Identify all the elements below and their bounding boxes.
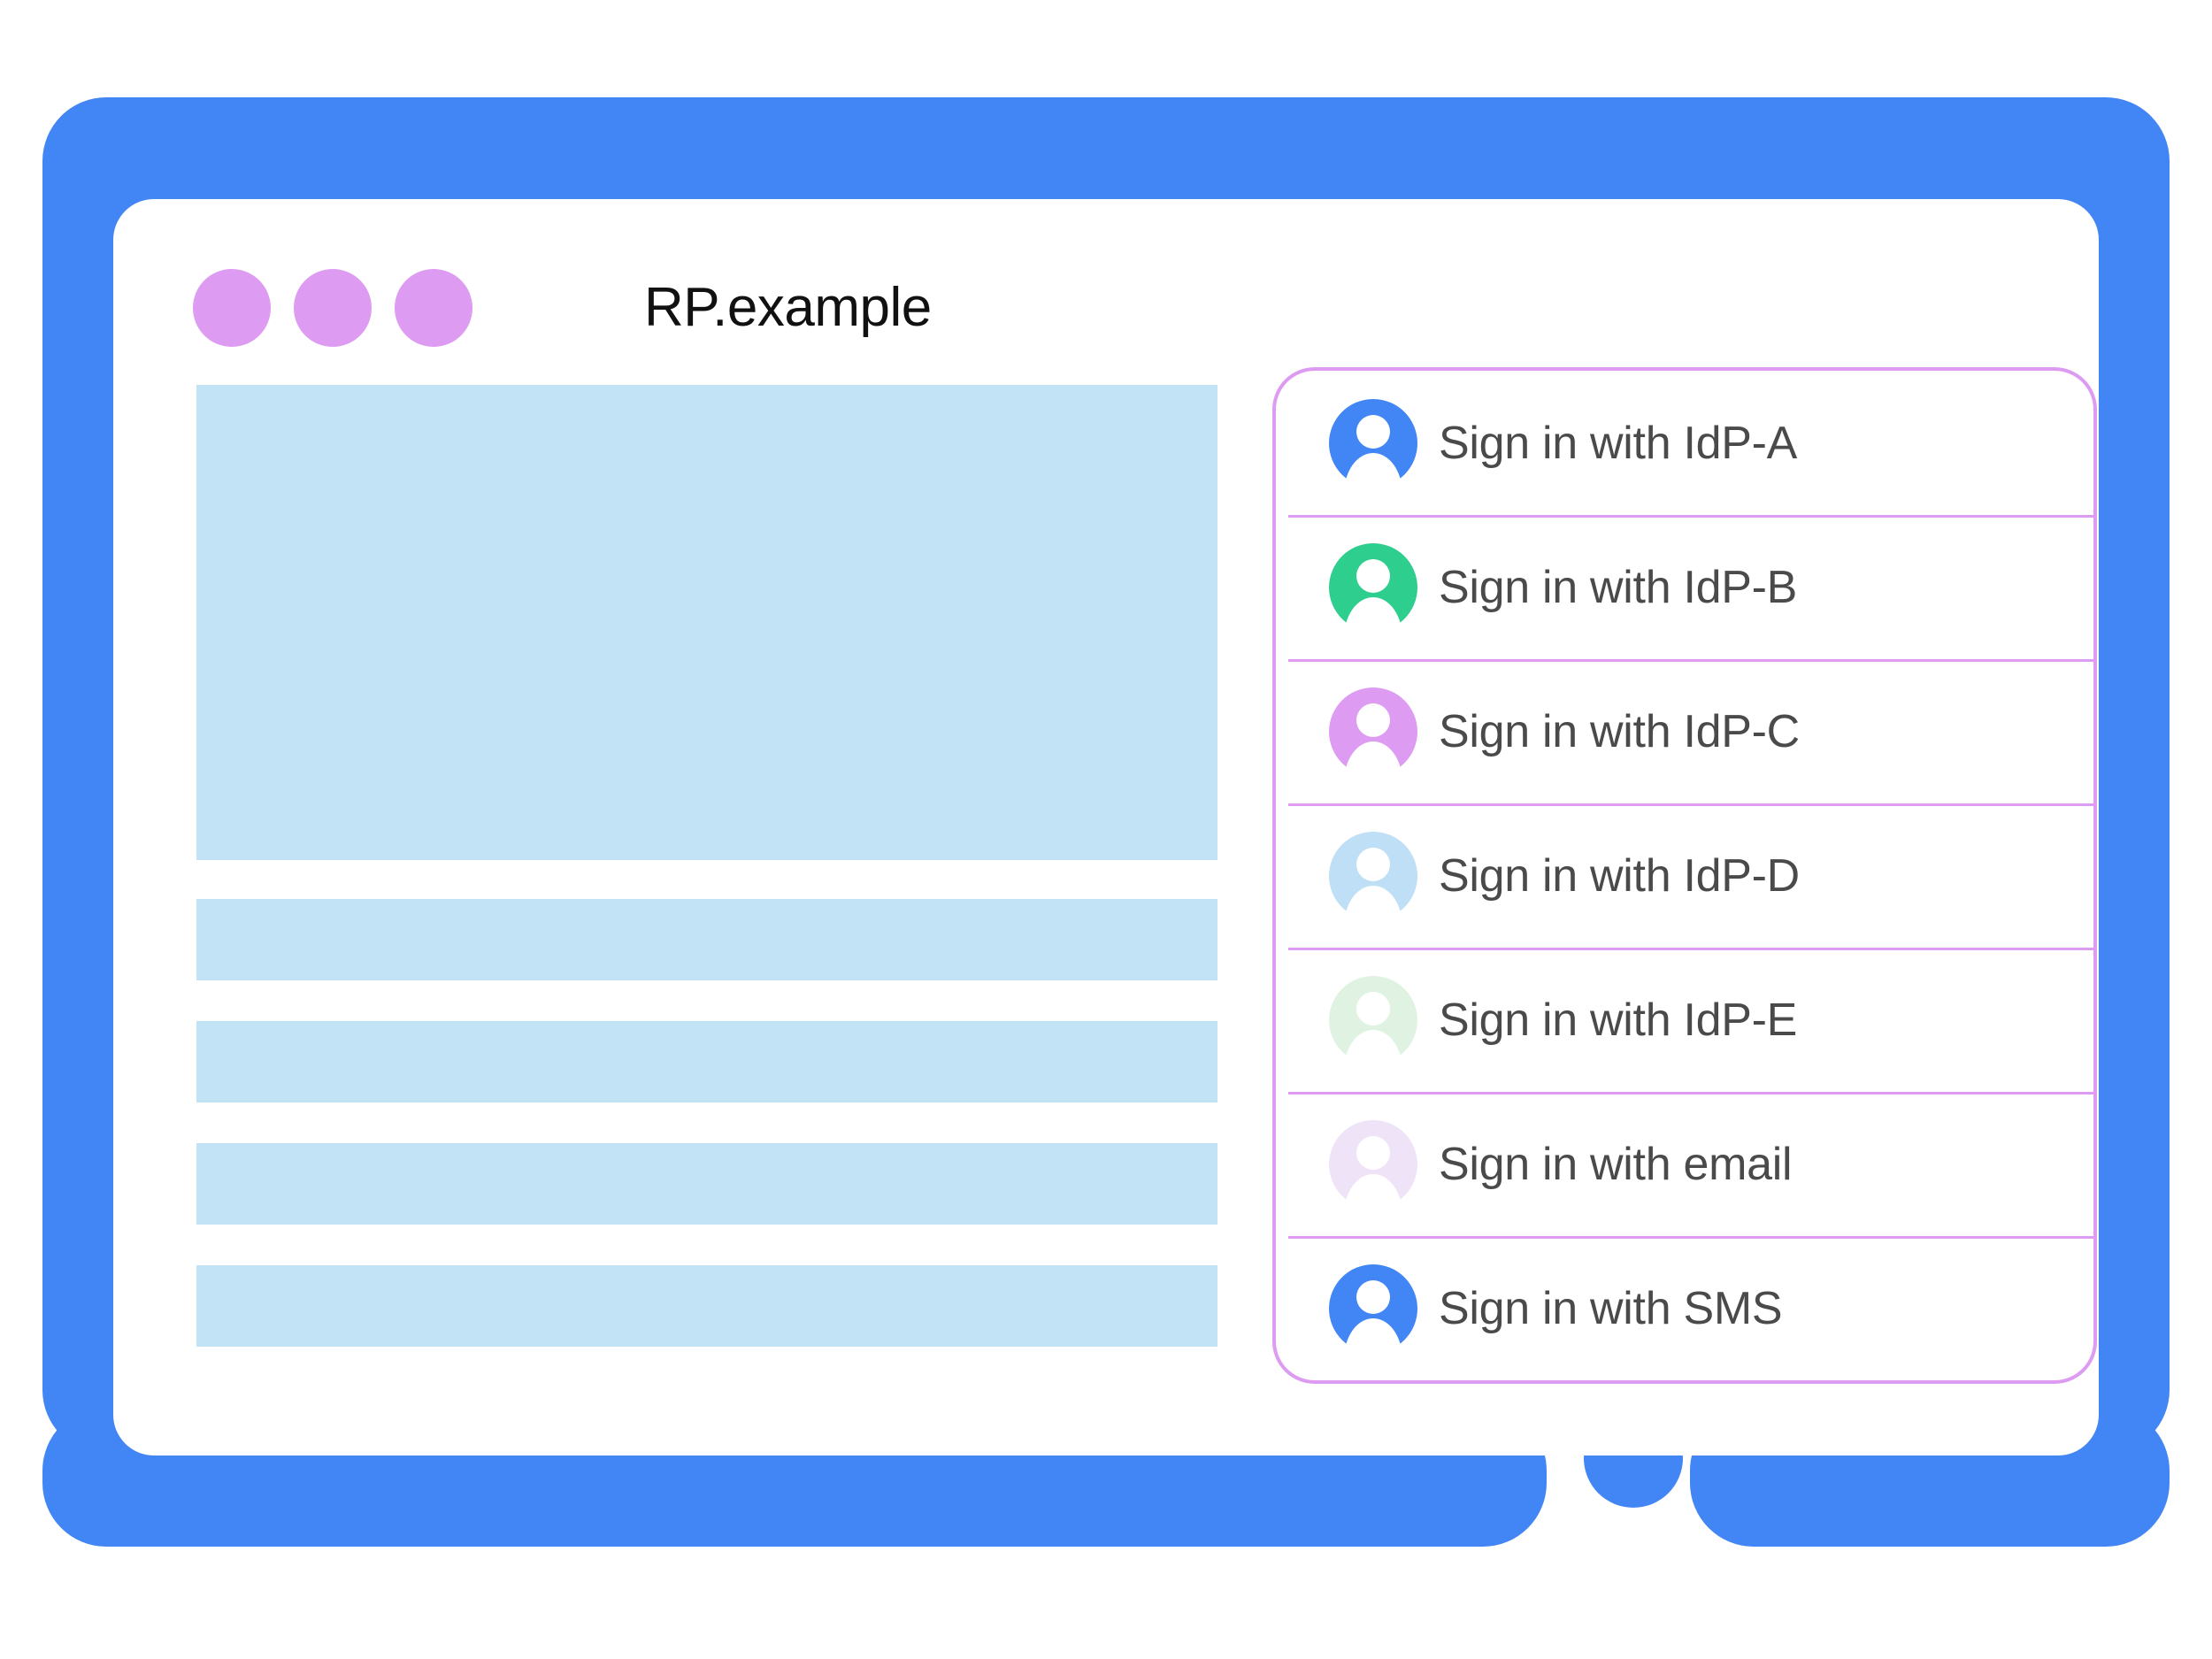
signin-option-idp-d[interactable]: Sign in with IdP-D [1276,803,2093,948]
avatar-head-icon [1356,1279,1390,1314]
account-chooser-panel: Sign in with IdP-A Sign in with IdP-B Si… [1272,367,2097,1384]
signin-option-label: Sign in with email [1439,1138,1793,1190]
avatar-body-icon [1344,1173,1402,1233]
signin-option-idp-a[interactable]: Sign in with IdP-A [1276,371,2093,515]
avatar-head-icon [1356,703,1390,737]
signin-option-email[interactable]: Sign in with email [1276,1092,2093,1236]
avatar-head-icon [1356,558,1390,593]
device-frame: RP.example Sign in with IdP-A [42,97,2170,1547]
person-avatar-icon [1329,975,1417,1088]
content-hero-block [196,385,1217,860]
page-title: RP.example [644,277,932,338]
avatar-body-icon [1344,1317,1402,1377]
avatar-head-icon [1356,414,1390,449]
person-avatar-icon [1329,831,1417,944]
signin-option-label: Sign in with IdP-D [1439,849,1800,902]
avatar-head-icon [1356,1135,1390,1170]
avatar-head-icon [1356,847,1390,881]
person-avatar-icon [1329,542,1417,656]
person-avatar-icon [1329,687,1417,800]
signin-option-idp-c[interactable]: Sign in with IdP-C [1276,659,2093,803]
avatar-body-icon [1344,452,1402,511]
signin-option-idp-b[interactable]: Sign in with IdP-B [1276,515,2093,659]
content-bar-2 [196,1021,1217,1102]
window-dot-2-icon[interactable] [294,269,372,347]
avatar-body-icon [1344,1029,1402,1088]
signin-option-sms[interactable]: Sign in with SMS [1276,1236,2093,1380]
page-content-placeholders [196,385,1217,1387]
avatar-head-icon [1356,991,1390,1025]
content-bar-1 [196,899,1217,980]
avatar-body-icon [1344,741,1402,800]
person-avatar-icon [1329,1119,1417,1233]
signin-option-label: Sign in with IdP-B [1439,561,1798,613]
window-dot-3-icon[interactable] [395,269,472,347]
signin-option-idp-e[interactable]: Sign in with IdP-E [1276,948,2093,1092]
person-avatar-icon [1329,1263,1417,1377]
content-bar-3 [196,1143,1217,1225]
signin-option-label: Sign in with SMS [1439,1282,1783,1334]
signin-option-label: Sign in with IdP-C [1439,705,1800,757]
signin-option-label: Sign in with IdP-A [1439,417,1798,469]
browser-screen: RP.example Sign in with IdP-A [113,199,2099,1455]
signin-option-label: Sign in with IdP-E [1439,994,1798,1046]
avatar-body-icon [1344,596,1402,656]
content-bar-4 [196,1265,1217,1347]
browser-titlebar: RP.example [113,199,2099,376]
window-dot-1-icon[interactable] [193,269,271,347]
avatar-body-icon [1344,885,1402,944]
person-avatar-icon [1329,398,1417,511]
